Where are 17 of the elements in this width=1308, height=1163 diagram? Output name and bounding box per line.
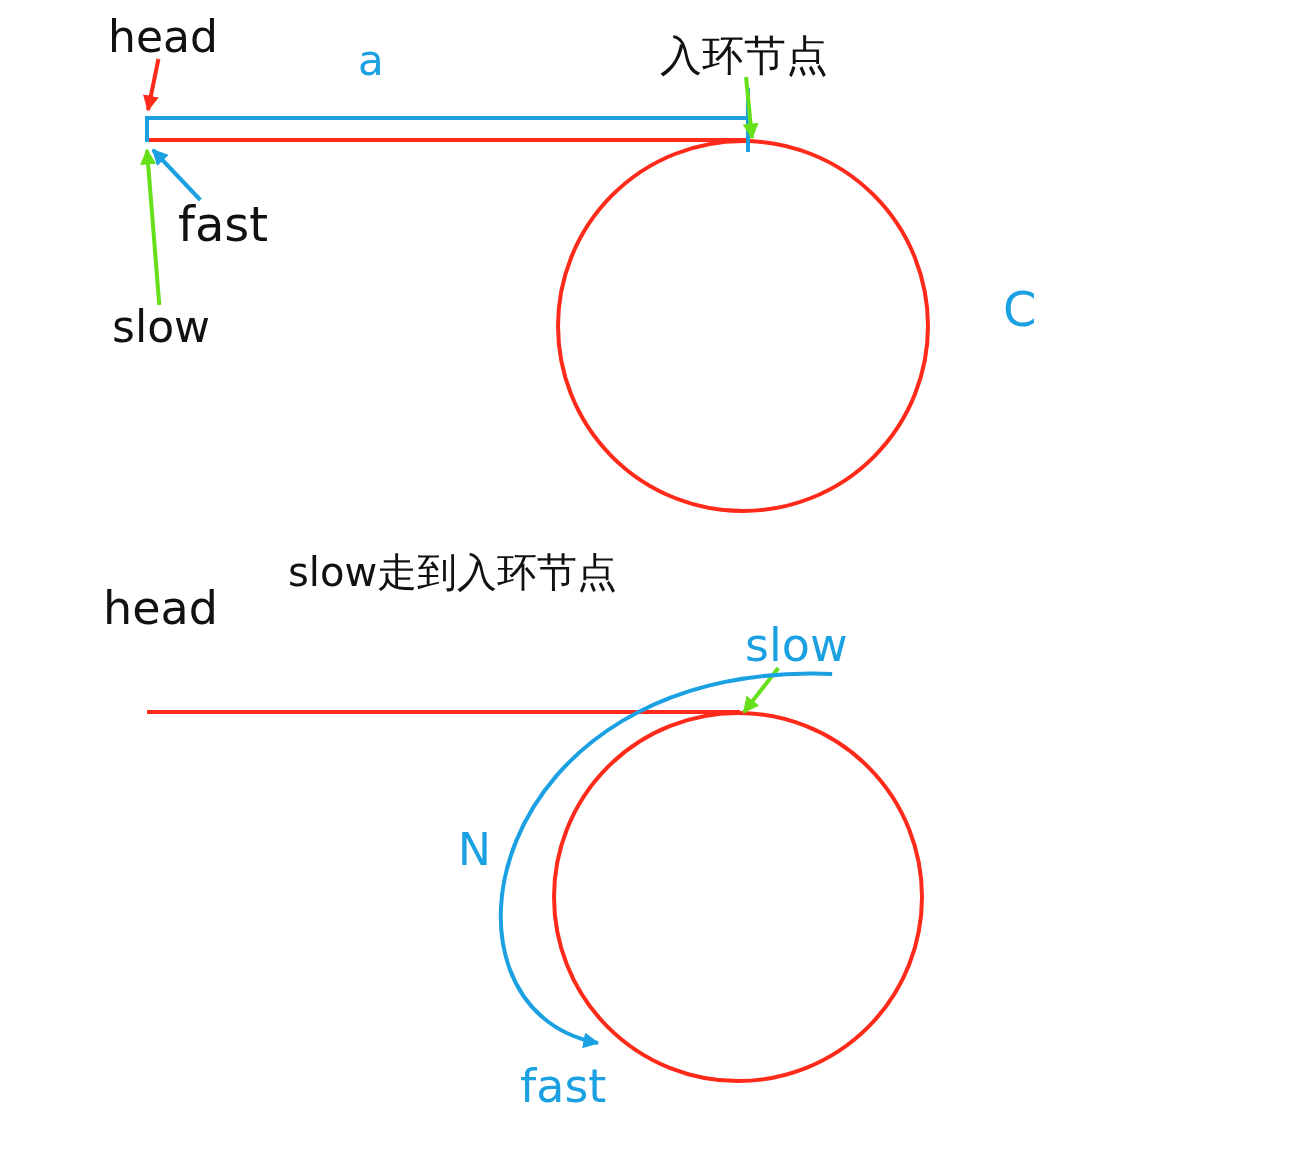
pointer-label: 入环节点 (660, 35, 828, 77)
pointer-label: head (108, 15, 218, 59)
arrow (143, 58, 161, 112)
pointer-label: slow (112, 305, 211, 349)
circumference-label: C (1003, 285, 1037, 333)
head-label: head (103, 585, 218, 631)
pointer-label: fast (520, 1063, 607, 1109)
panel-heading: slow走到入环节点 (288, 552, 618, 592)
edge-label: N (458, 828, 491, 872)
arrow (742, 76, 759, 140)
pointer-label: slow (745, 622, 848, 668)
arrow (499, 672, 833, 1046)
arrow (742, 666, 780, 714)
dimension-label: a (358, 40, 384, 82)
pointer-label: fast (178, 200, 269, 248)
arrow (140, 148, 162, 306)
arrow (151, 148, 202, 202)
